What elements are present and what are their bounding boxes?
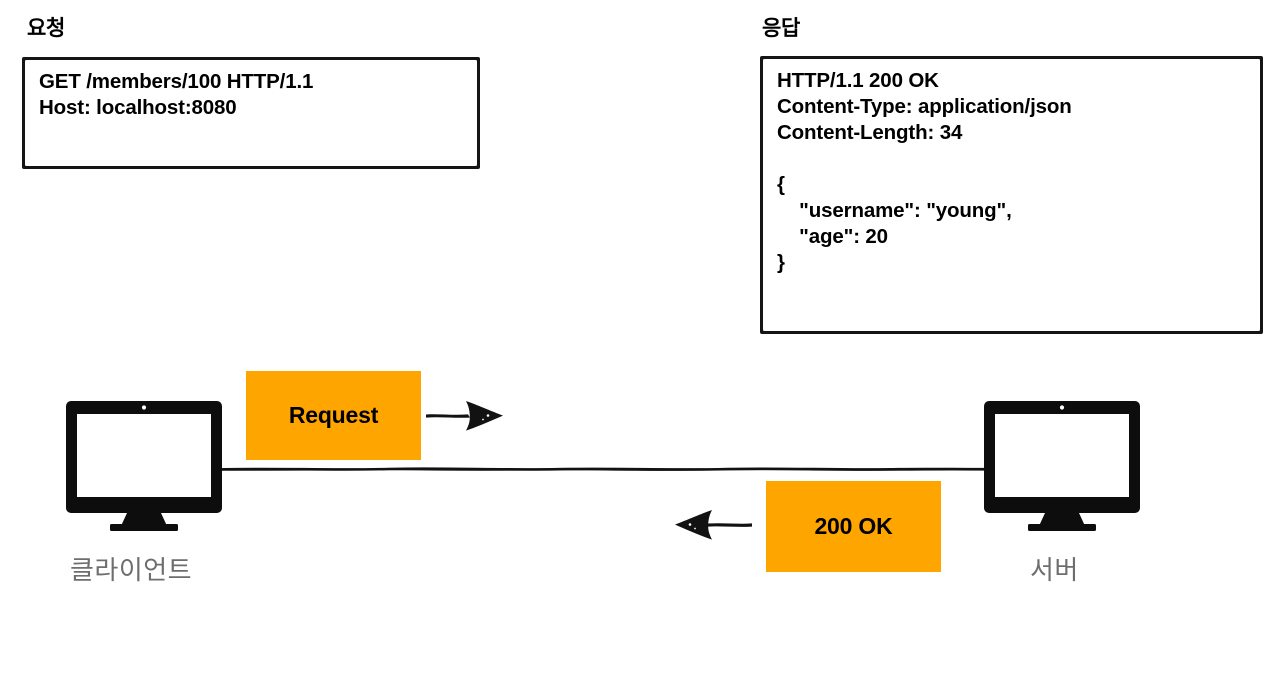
client-monitor-icon xyxy=(63,398,225,531)
request-section-heading: 요청 xyxy=(27,17,66,40)
client-label: 클라이언트 xyxy=(70,555,193,585)
request-chip: Request xyxy=(246,371,421,460)
server-label: 서버 xyxy=(1030,555,1079,585)
arrow-right-icon xyxy=(423,396,507,436)
arrow-left-icon xyxy=(671,505,755,545)
response-message-text: HTTP/1.1 200 OK Content-Type: applicatio… xyxy=(777,69,1072,274)
response-message-box: HTTP/1.1 200 OK Content-Type: applicatio… xyxy=(760,56,1263,334)
request-message-text: GET /members/100 HTTP/1.1 Host: localhos… xyxy=(39,70,314,119)
response-chip: 200 OK xyxy=(766,481,941,572)
server-monitor-icon xyxy=(981,398,1143,531)
response-section-heading: 응답 xyxy=(762,17,801,40)
request-message-box: GET /members/100 HTTP/1.1 Host: localhos… xyxy=(22,57,480,169)
connection-line-icon xyxy=(216,461,992,471)
